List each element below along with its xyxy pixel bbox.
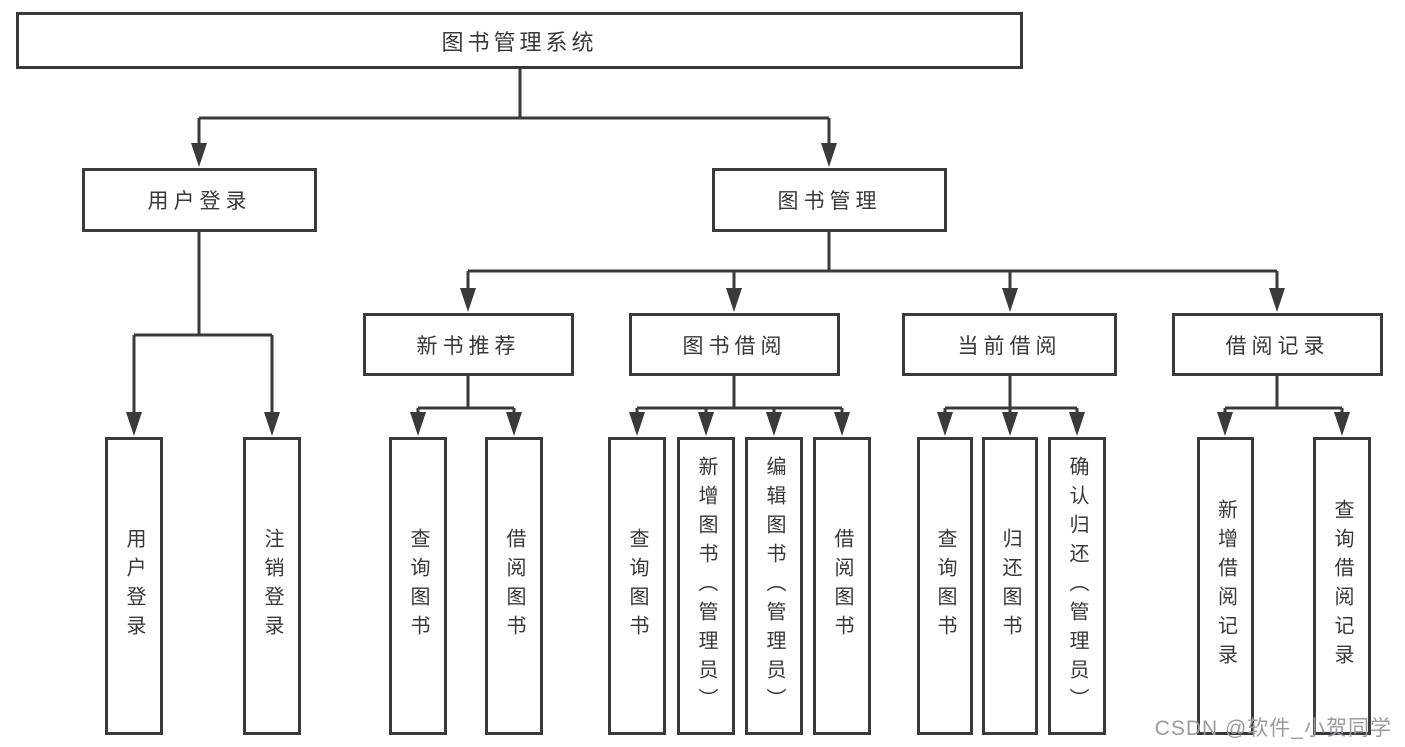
leaf-borrow-books-borrow: 借阅图书 bbox=[813, 437, 871, 735]
leaf-query-books-current: 查询图书 bbox=[917, 437, 973, 735]
node-root: 图书管理系统 bbox=[16, 12, 1023, 69]
leaf-add-borrow-record: 新增借阅记录 bbox=[1197, 437, 1254, 735]
leaf-user-login: 用户登录 bbox=[105, 437, 163, 735]
node-current-borrow: 当前借阅 bbox=[902, 313, 1117, 376]
leaf-query-borrow-record: 查询借阅记录 bbox=[1313, 437, 1371, 735]
leaf-query-books-recommend: 查询图书 bbox=[389, 437, 447, 735]
node-book-management: 图书管理 bbox=[712, 168, 947, 232]
leaf-confirm-return-admin: 确认归还（管理员） bbox=[1048, 437, 1106, 735]
leaf-return-book: 归还图书 bbox=[982, 437, 1038, 735]
node-new-book-recommend: 新书推荐 bbox=[363, 313, 574, 376]
watermark: CSDN @软件_小贺同学 bbox=[1154, 717, 1392, 740]
leaf-logout-login: 注销登录 bbox=[243, 437, 301, 735]
node-book-borrow: 图书借阅 bbox=[629, 313, 840, 376]
node-user-login: 用户登录 bbox=[82, 168, 317, 232]
leaf-add-book-admin: 新增图书（管理员） bbox=[677, 437, 735, 735]
leaf-borrow-books-recommend: 借阅图书 bbox=[485, 437, 543, 735]
leaf-edit-book-admin: 编辑图书（管理员） bbox=[745, 437, 803, 735]
node-borrow-records: 借阅记录 bbox=[1172, 313, 1383, 376]
leaf-query-books-borrow: 查询图书 bbox=[608, 437, 666, 735]
